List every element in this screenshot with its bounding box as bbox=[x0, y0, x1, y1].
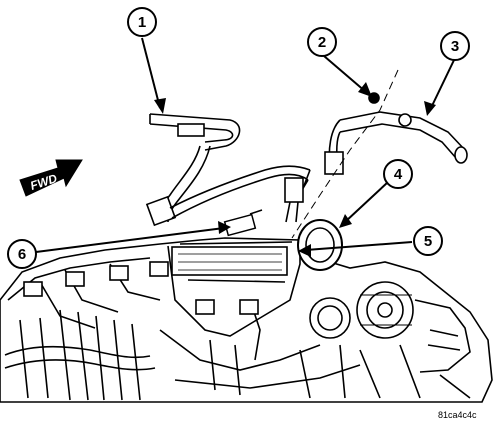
svg-text:5: 5 bbox=[424, 233, 432, 250]
callout-6: 6 bbox=[7, 239, 37, 269]
svg-text:6: 6 bbox=[18, 246, 26, 263]
callout-5: 5 bbox=[413, 226, 443, 256]
callout-1: 1 bbox=[127, 7, 157, 37]
vacuum-tube-1 bbox=[145, 113, 311, 227]
alignment-dashed-line bbox=[291, 69, 399, 239]
arrowheads bbox=[154, 82, 436, 257]
vacuum-tube-3 bbox=[284, 92, 468, 223]
leader-lines bbox=[35, 37, 456, 253]
svg-text:4: 4 bbox=[394, 166, 403, 183]
figure-code: 81ca4c4c bbox=[438, 410, 477, 420]
sensor-6 bbox=[223, 209, 263, 237]
svg-text:3: 3 bbox=[451, 38, 459, 55]
svg-text:2: 2 bbox=[318, 34, 326, 51]
forward-direction-arrow: FWD bbox=[19, 159, 83, 197]
svg-text:1: 1 bbox=[138, 14, 146, 31]
engine-assembly bbox=[0, 219, 493, 403]
fwd-label: FWD bbox=[29, 171, 60, 193]
callout-4: 4 bbox=[383, 159, 413, 189]
callout-2: 2 bbox=[307, 27, 337, 57]
callout-3: 3 bbox=[440, 31, 470, 61]
